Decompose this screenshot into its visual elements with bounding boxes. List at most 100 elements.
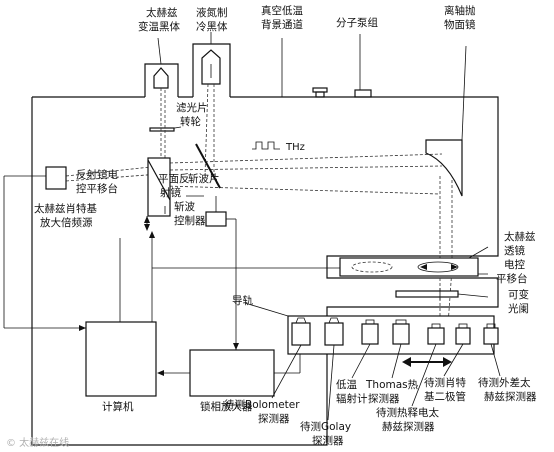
ln2-cold-blackbody-housing: [192, 43, 231, 97]
detector-rail: [287, 315, 499, 355]
text-labels: 太赫兹 变温黑体 液氮制 冷黑体 真空低温 背景通道 分子泵组 离轴抛 物面镜 …: [34, 4, 537, 447]
label-pyro-2: 赫兹探测器: [382, 420, 435, 433]
svg-text:辐射计: 辐射计: [336, 392, 368, 405]
label-bolometer-1: 待测Bolometer: [224, 398, 300, 411]
label-thz-source-2: 变温黑体: [138, 20, 180, 33]
svg-text:反射镜电: 反射镜电: [76, 168, 118, 181]
label-molecular-pump: 分子泵组: [336, 16, 378, 29]
svg-text:液氮制: 液氮制: [196, 6, 228, 19]
svg-text:待测肖特: 待测肖特: [424, 376, 466, 389]
label-thomas-1: Thomas热: [365, 378, 419, 391]
lockin-amplifier-box: [189, 349, 275, 397]
label-multiplier-2: 放大倍频源: [40, 216, 93, 229]
label-flat-mirror-1: 平面反: [158, 173, 190, 185]
label-low-temp-1: 低温: [336, 378, 357, 391]
off-axis-parabolic-mirror: [425, 139, 463, 197]
variable-temp-blackbody-housing: [144, 63, 179, 97]
svg-text:电控: 电控: [504, 258, 525, 271]
mirror-stage-assembly: [144, 157, 171, 231]
label-heterodyne-1: 待测外差太: [478, 376, 531, 389]
svg-text:太赫兹: 太赫兹: [146, 6, 178, 19]
svg-text:射镜: 射镜: [160, 186, 181, 199]
thz-pulse-icon: [252, 141, 280, 150]
label-lens-2: 透镜: [504, 244, 525, 257]
chopper-blade: [195, 143, 221, 189]
label-flat-mirror-2: 射镜: [160, 186, 181, 199]
pyroelectric-detector: [427, 327, 445, 345]
label-lockin: 锁相放大器: [200, 400, 253, 413]
label-ln2-1: 液氮制: [196, 6, 228, 19]
svg-text:待测热释电太: 待测热释电太: [376, 406, 439, 419]
thomas-detector: [392, 323, 410, 345]
golay-detector: [324, 322, 344, 346]
low-temp-bolometer: [361, 323, 379, 345]
label-filter-2: 转轮: [180, 115, 201, 128]
svg-text:低温: 低温: [336, 378, 357, 391]
label-guide-rail: 导轨: [232, 294, 253, 307]
stage-down-arrow-icon: [144, 224, 150, 231]
svg-text:冷黑体: 冷黑体: [196, 20, 228, 33]
svg-text:Thomas热: Thomas热: [365, 378, 419, 391]
detector-leaders: [271, 343, 501, 421]
label-mirror-stage-1: 反射镜电: [76, 168, 118, 181]
svg-text:斩波: 斩波: [174, 200, 195, 213]
svg-text:太赫兹: 太赫兹: [504, 230, 536, 243]
svg-text:锁相放大器: 锁相放大器: [200, 400, 253, 413]
label-stage-2: 平移台: [496, 272, 528, 285]
svg-text:太赫兹肖特基: 太赫兹肖特基: [34, 202, 97, 215]
svg-text:变温黑体: 变温黑体: [138, 20, 180, 33]
svg-text:待测Golay: 待测Golay: [300, 420, 351, 433]
svg-text:控平移台: 控平移台: [76, 182, 118, 195]
watermark: © 太赫兹在线: [6, 436, 69, 449]
label-ln2-2: 冷黑体: [196, 20, 228, 33]
label-chopper-blade: 斩波片: [188, 172, 220, 185]
svg-text:分子泵组: 分子泵组: [336, 16, 378, 29]
filter-wheel: [149, 127, 175, 132]
label-schottky-1: 待测肖特: [424, 376, 466, 389]
svg-text:斩波片: 斩波片: [188, 172, 220, 185]
label-thomas-2: 探测器: [368, 392, 400, 405]
svg-text:离轴抛: 离轴抛: [444, 4, 476, 17]
label-stage-1: 电控: [504, 258, 525, 271]
svg-text:© 太赫兹在线: © 太赫兹在线: [6, 436, 69, 449]
svg-text:THz: THz: [285, 142, 305, 153]
thz-multiplier-source-box: [45, 166, 67, 190]
svg-text:背景通道: 背景通道: [261, 18, 303, 31]
svg-text:控制器: 控制器: [174, 214, 206, 227]
variable-aperture: [395, 288, 459, 300]
label-low-temp-2: 辐射计: [336, 392, 368, 405]
label-mirror-stage-2: 控平移台: [76, 182, 118, 195]
svg-text:真空低温: 真空低温: [261, 4, 303, 17]
svg-text:滤光片: 滤光片: [176, 101, 208, 114]
label-aperture-1: 可变: [508, 288, 529, 301]
bolometer-detector: [291, 322, 311, 346]
beam-paths: [65, 83, 453, 326]
label-multiplier-1: 太赫兹肖特基: [34, 202, 97, 215]
svg-text:基二极管: 基二极管: [424, 390, 466, 403]
rail-move-arrow: [402, 357, 452, 367]
label-aperture-2: 光阑: [508, 302, 529, 315]
stage-up-arrow-icon: [144, 216, 150, 223]
svg-text:可变: 可变: [508, 288, 529, 301]
svg-text:平移台: 平移台: [496, 272, 528, 285]
label-vacuum-1: 真空低温: [261, 4, 303, 17]
chopper-controller-box: [205, 211, 227, 227]
vacuum-chamber-outline: [31, 87, 499, 446]
svg-text:待测外差太: 待测外差太: [478, 376, 531, 389]
label-filter-1: 滤光片: [176, 101, 208, 114]
svg-text:透镜: 透镜: [504, 244, 525, 257]
svg-text:放大倍频源: 放大倍频源: [40, 216, 93, 229]
label-bolometer-2: 探测器: [258, 412, 290, 425]
label-schottky-2: 基二极管: [424, 390, 466, 403]
svg-text:探测器: 探测器: [312, 434, 344, 447]
svg-text:待测Bolometer: 待测Bolometer: [224, 398, 300, 411]
label-thz-source-1: 太赫兹: [146, 6, 178, 19]
label-chopper-ctrl-2: 控制器: [174, 214, 206, 227]
label-thz: THz: [285, 142, 305, 153]
label-heterodyne-2: 赫兹探测器: [484, 390, 537, 403]
svg-text:探测器: 探测器: [258, 412, 290, 425]
label-golay-1: 待测Golay: [300, 420, 351, 433]
svg-text:平面反: 平面反: [158, 173, 190, 185]
